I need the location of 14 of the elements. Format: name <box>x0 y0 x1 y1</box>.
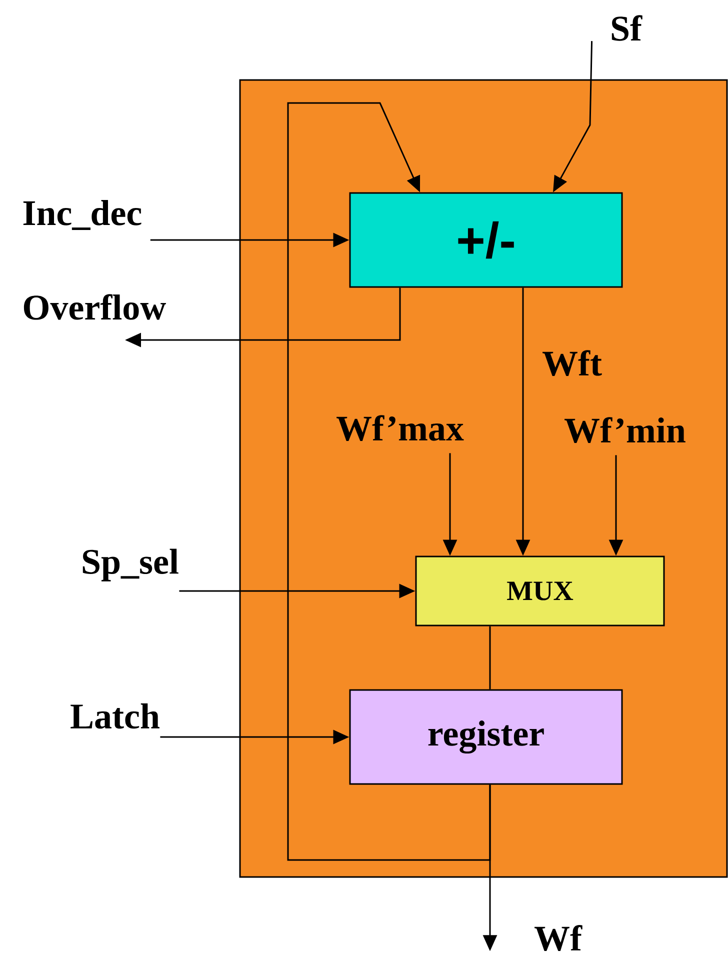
signal-label: Wf <box>534 925 582 951</box>
signal-label: Latch <box>70 703 160 729</box>
signal-label: Sf <box>612 15 642 41</box>
signal-label: Wf’min <box>564 417 686 443</box>
signal-label: Inc_dec <box>23 200 142 230</box>
signal-label: Sp_sel <box>82 548 178 582</box>
signal-label: Wf’max <box>336 415 464 441</box>
edge-label: Wft <box>542 350 602 376</box>
adder-box: +/- <box>349 192 623 288</box>
arrow <box>287 102 491 861</box>
mux-box: MUX <box>415 556 665 626</box>
register-box: register <box>349 689 623 785</box>
signal-label: Overflow <box>24 294 166 320</box>
connector-line <box>489 626 491 690</box>
